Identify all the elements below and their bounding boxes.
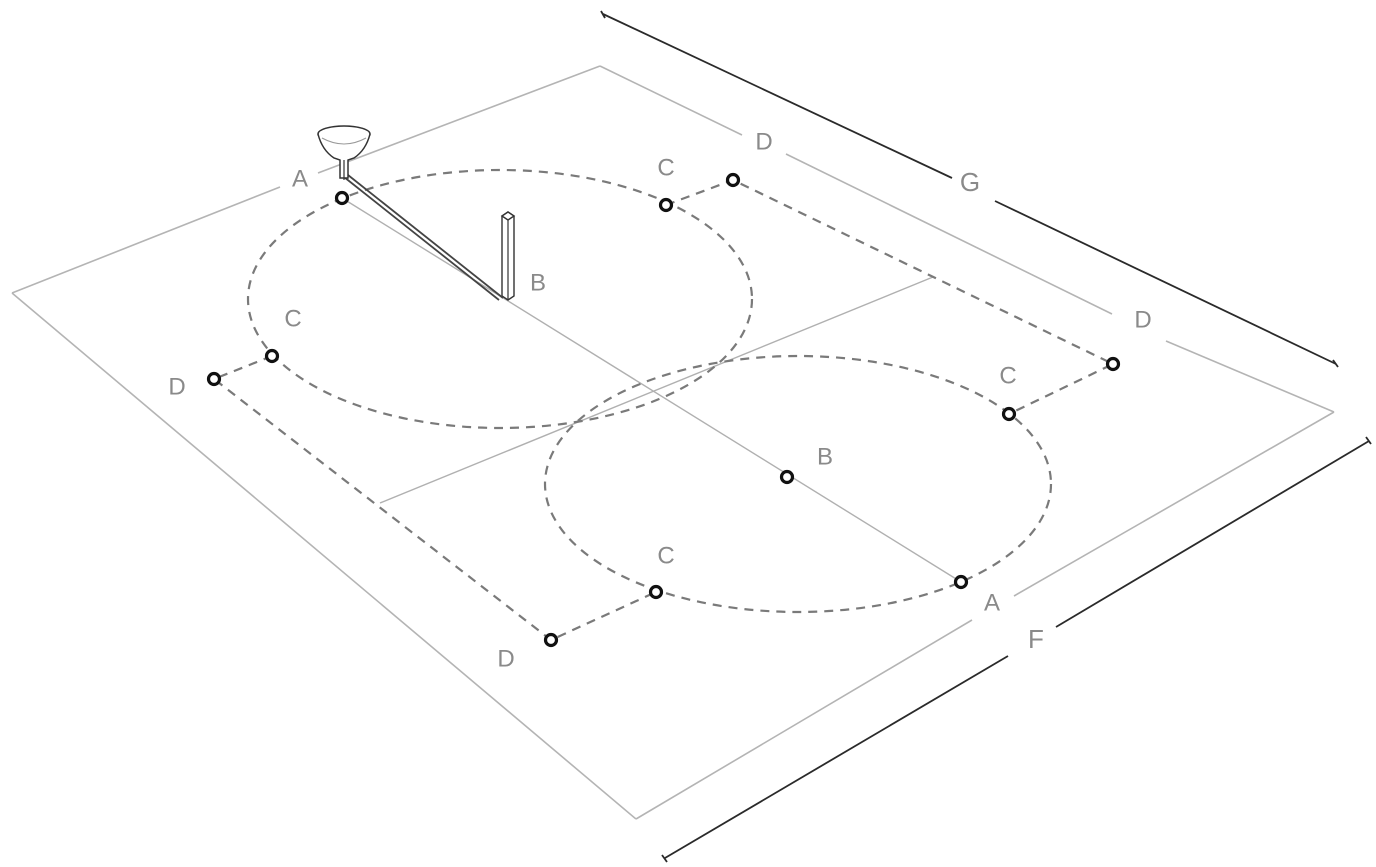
dashed-circle-lower [543, 354, 1053, 614]
field-edge-right-front [635, 619, 973, 820]
field-edge-right-front [1013, 411, 1335, 597]
label-b: B [817, 443, 833, 470]
peg-marker [725, 172, 741, 188]
peg-marker [648, 584, 664, 600]
peg-marker [779, 469, 795, 485]
peg-marker [658, 197, 674, 213]
peg-marker [264, 348, 280, 364]
dimension-tick [661, 854, 668, 863]
field-edge-right-back [599, 65, 743, 136]
label-c: C [999, 362, 1016, 389]
label-b: B [530, 269, 546, 296]
label-d: D [168, 373, 185, 400]
peg-marker [1105, 356, 1121, 372]
label-a: A [984, 589, 1000, 616]
field-edge-top [11, 186, 281, 294]
field-edge-right-back [785, 153, 1113, 315]
dimension-line-width [602, 13, 953, 179]
field-edge-top [317, 65, 601, 174]
dimension-label-length: F [1028, 624, 1044, 654]
dimension-tick [600, 10, 606, 19]
marking-funnel [317, 125, 371, 180]
peg-marker [206, 371, 222, 387]
dimension-tick [1365, 436, 1372, 445]
dimension-line-length [1055, 440, 1370, 628]
peg-marker [543, 632, 559, 648]
measuring-string [347, 174, 504, 299]
dimension-tick [1332, 359, 1339, 368]
half-line [379, 276, 934, 504]
label-c: C [284, 305, 301, 332]
label-a: A [292, 165, 308, 192]
label-d: D [497, 645, 514, 672]
field-edge-left [11, 292, 637, 820]
peg-marker [953, 574, 969, 590]
peg-marker [334, 190, 350, 206]
peg-markers [206, 172, 1121, 648]
label-d: D [755, 128, 772, 155]
dashed-outline-bottom-left [211, 354, 657, 642]
peg-marker [1001, 406, 1017, 422]
label-c: C [657, 542, 674, 569]
measuring-string [343, 176, 500, 301]
dashed-outline-top-right [665, 178, 1116, 415]
field-outline [11, 65, 1335, 820]
label-d: D [1134, 306, 1151, 333]
dimension-line-width [994, 200, 1337, 365]
dimension-label-width: G [960, 167, 980, 197]
long-center-line [341, 197, 962, 583]
label-c: C [657, 154, 674, 181]
field-edge-right-back [1165, 340, 1335, 413]
dimension-line-length [664, 655, 1009, 859]
center-stake [500, 211, 516, 301]
dashed-circle-upper [246, 168, 754, 430]
